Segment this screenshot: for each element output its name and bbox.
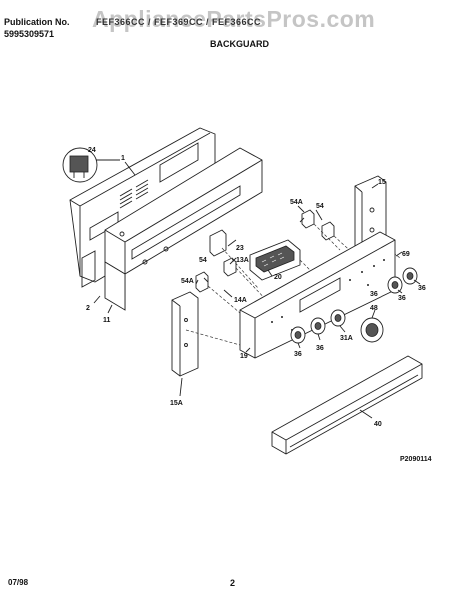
callout-36-e: 36 [370, 291, 378, 298]
callout-40: 40 [374, 421, 382, 428]
callout-31a: 31A [340, 335, 353, 342]
switch-detail [62, 147, 120, 183]
callout-36-b: 36 [316, 345, 324, 352]
figure-code: P2090114 [400, 456, 432, 463]
callout-1: 1 [121, 155, 125, 162]
callout-15: 15 [378, 179, 386, 186]
model-numbers: FEF366CC / FEF369CC / FEF366CC [96, 17, 262, 27]
page-header: AppliancePartsPros.com Publication No. 5… [0, 0, 463, 70]
callout-36-c: 36 [398, 295, 406, 302]
callout-54a-right: 54A [290, 199, 303, 206]
end-cap-left [171, 291, 199, 377]
callout-labels: 1 24 2 11 23 13A 20 14A 54 54A 54A 54 15… [86, 147, 426, 428]
footer-date: 07/98 [8, 578, 29, 587]
callout-54-left: 54 [199, 257, 207, 264]
section-title: BACKGUARD [210, 39, 269, 49]
callout-14a: 14A [234, 297, 247, 304]
control-knobs [290, 267, 418, 344]
callout-54a-left: 54A [181, 278, 194, 285]
callout-19: 19 [240, 353, 248, 360]
callout-20: 20 [274, 274, 282, 281]
callout-69: 69 [402, 251, 410, 258]
callout-48: 48 [370, 305, 378, 312]
callout-13a: 13A [236, 257, 249, 264]
backguard-frame [104, 147, 263, 311]
callout-11: 11 [103, 317, 111, 324]
publication-label: Publication No. [4, 17, 70, 27]
trim-panel [271, 355, 423, 455]
clock-board [249, 239, 301, 281]
leader-lines [93, 161, 421, 419]
callout-2: 2 [86, 305, 90, 312]
publication-number: 5995309571 [4, 29, 55, 39]
callout-15a: 15A [170, 400, 183, 407]
callout-54-right: 54 [316, 203, 324, 210]
watermark: AppliancePartsPros.com [92, 6, 376, 32]
callout-23: 23 [236, 245, 244, 252]
page-number: 2 [230, 578, 236, 588]
callout-36-d: 36 [418, 285, 426, 292]
callout-24: 24 [88, 147, 96, 154]
callout-36-a: 36 [294, 351, 302, 358]
clips [195, 209, 335, 293]
